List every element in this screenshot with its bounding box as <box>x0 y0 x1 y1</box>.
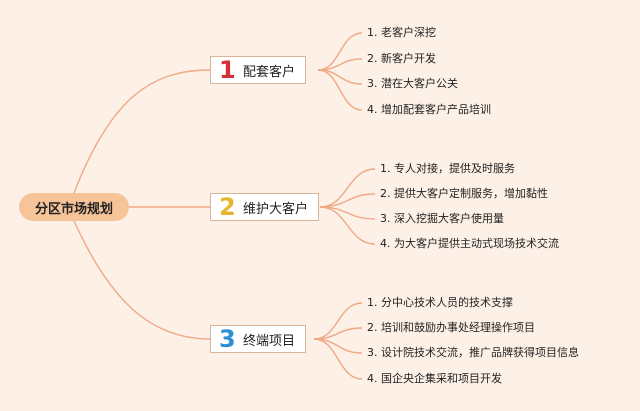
leaf-item[interactable]: 1. 分中心技术人员的技术支撑 <box>367 296 513 309</box>
leaf-item[interactable]: 4. 为大客户提供主动式现场技术交流 <box>380 237 559 250</box>
branch-number-2: 2 <box>219 193 236 221</box>
branch-2-to-leaf-4-line <box>319 206 376 245</box>
branch-2-to-leaf-1-line <box>319 168 376 208</box>
branch-1-to-leaf-1-line <box>317 32 363 71</box>
leaf-item[interactable]: 2. 培训和鼓励办事处经理操作项目 <box>367 321 535 334</box>
leaf-item[interactable]: 3. 潜在大客户公关 <box>367 77 458 90</box>
leaf-item[interactable]: 4. 增加配套客户产品培训 <box>367 103 491 116</box>
branch-3-to-leaf-4-line <box>313 338 363 380</box>
leaf-item[interactable]: 3. 深入挖掘大客户使用量 <box>380 212 504 225</box>
root-label: 分区市场规划 <box>34 201 113 217</box>
leaf-item[interactable]: 2. 提供大客户定制服务，增加黏性 <box>380 187 548 200</box>
branch-number-1: 1 <box>219 56 236 84</box>
leaf-item[interactable]: 1. 专人对接，提供及时服务 <box>380 162 515 175</box>
leaf-item[interactable]: 1. 老客户深挖 <box>367 26 436 39</box>
leaf-item[interactable]: 3. 设计院技术交流，推广品牌获得项目信息 <box>367 346 579 359</box>
branch-node-3[interactable]: 3 终端项目 <box>210 325 307 353</box>
branch-node-1[interactable]: 1 配套客户 <box>210 56 307 84</box>
root-to-branch-1-line <box>73 69 211 194</box>
branch-label-2: 维护大客户 <box>243 201 309 217</box>
leaf-item[interactable]: 4. 国企央企集采和项目开发 <box>367 372 502 385</box>
branch-label-1: 配套客户 <box>243 64 296 80</box>
root-to-branch-3-line <box>73 220 211 340</box>
leaf-item[interactable]: 2. 新客户开发 <box>367 52 436 65</box>
branch-node-2[interactable]: 2 维护大客户 <box>210 193 320 221</box>
branch-number-3: 3 <box>219 325 236 353</box>
branch-1-to-leaf-4-line <box>317 69 363 111</box>
root-node[interactable]: 分区市场规划 <box>19 193 129 221</box>
branch-label-3: 终端项目 <box>243 333 296 349</box>
